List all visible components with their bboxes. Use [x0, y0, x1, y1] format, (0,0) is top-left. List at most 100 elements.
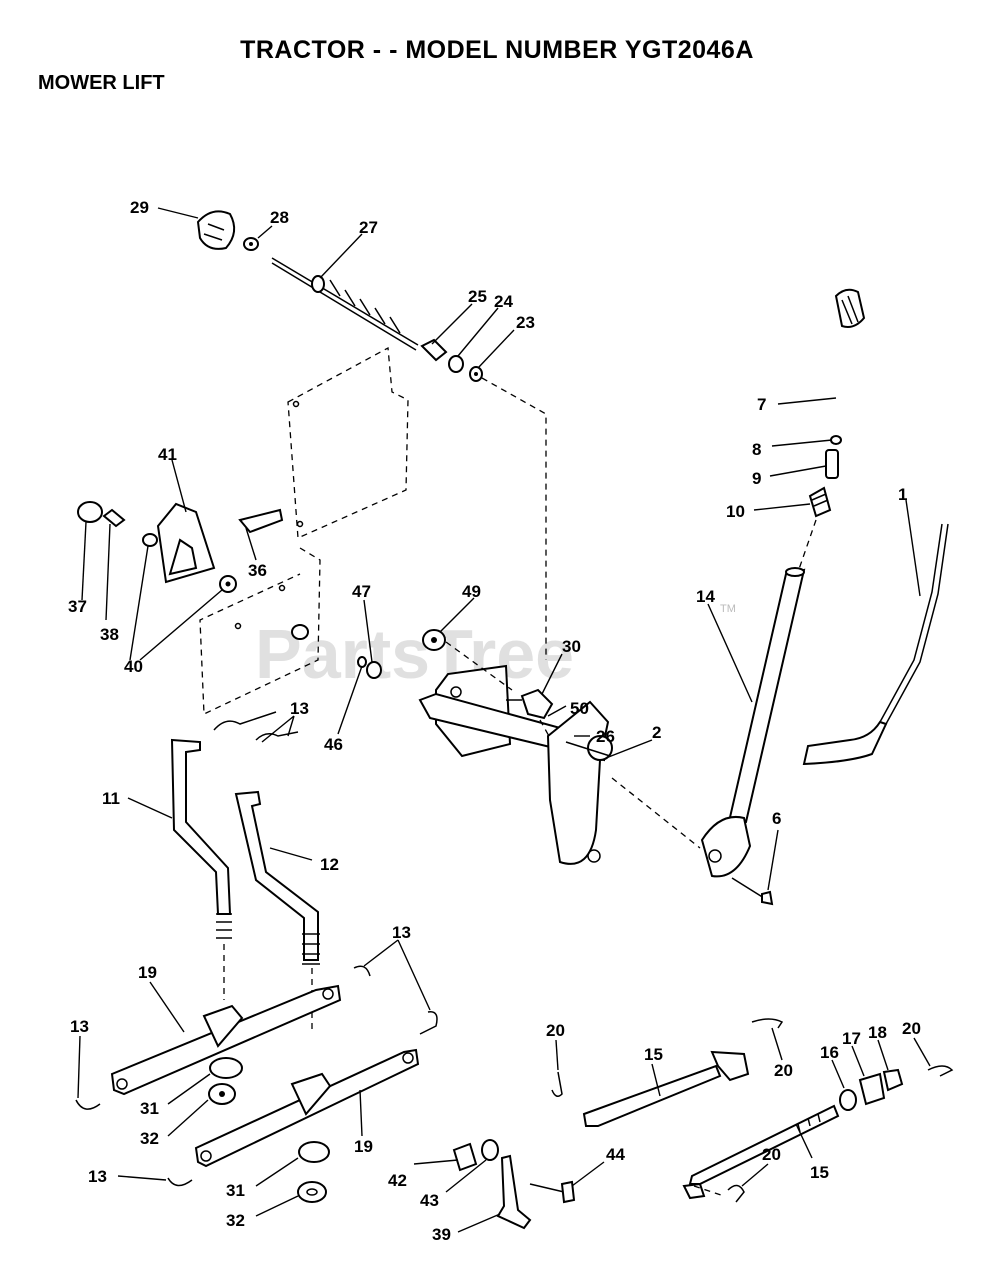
- callout-44: 44: [606, 1145, 625, 1164]
- hairpin-20-bottom[interactable]: [727, 1184, 745, 1203]
- lift-arm-19-upper[interactable]: [110, 984, 342, 1096]
- washer-40-upper[interactable]: [142, 533, 158, 547]
- bushing-46[interactable]: [357, 656, 367, 668]
- callout-9: 9: [752, 469, 761, 488]
- washer-16[interactable]: [839, 1089, 857, 1111]
- nut-42[interactable]: [452, 1142, 478, 1172]
- hairpin-13-bottom[interactable]: [167, 1177, 193, 1187]
- callout-19-upper: 19: [138, 963, 157, 982]
- bolt-6[interactable]: [731, 877, 774, 906]
- callout-37: 37: [68, 597, 87, 616]
- callout-41: 41: [158, 445, 177, 464]
- callout-31-upper: 31: [140, 1099, 159, 1118]
- callout-1: 1: [898, 485, 907, 504]
- page-title: TRACTOR - - MODEL NUMBER YGT2046A: [240, 36, 754, 64]
- hairpin-20-left[interactable]: [551, 1071, 563, 1097]
- spring-8[interactable]: [830, 435, 842, 445]
- callout-16: 16: [820, 1043, 839, 1062]
- nut-25[interactable]: [420, 338, 448, 362]
- callout-13-top: 13: [290, 699, 309, 718]
- retainer-47[interactable]: [366, 661, 382, 679]
- callout-8: 8: [752, 440, 761, 459]
- assembly-line-49: [445, 641, 513, 691]
- callout-2: 2: [652, 723, 661, 742]
- block-17[interactable]: [858, 1072, 886, 1106]
- nut-32-upper[interactable]: [208, 1083, 236, 1105]
- pivot-pin: [291, 624, 309, 640]
- switch-30[interactable]: [506, 688, 554, 720]
- threaded-rod-27[interactable]: [271, 257, 419, 351]
- washer-40-lower[interactable]: [219, 575, 237, 593]
- nut-18[interactable]: [882, 1068, 904, 1092]
- callout-14: 14: [696, 587, 715, 606]
- washer-24[interactable]: [448, 355, 464, 373]
- callout-42: 42: [388, 1171, 407, 1190]
- cap-37[interactable]: [77, 501, 103, 523]
- washer-31-lower[interactable]: [298, 1141, 330, 1163]
- washer-49[interactable]: [422, 629, 446, 651]
- callout-39: 39: [432, 1225, 451, 1244]
- callout-27: 27: [359, 218, 378, 237]
- assembly-line-15: [693, 1185, 725, 1197]
- assembly-line-30: [539, 719, 551, 739]
- callout-28: 28: [270, 208, 289, 227]
- callout-49: 49: [462, 582, 481, 601]
- pin-9[interactable]: [825, 449, 839, 479]
- callout-20-mid: 20: [774, 1061, 793, 1080]
- callout-46: 46: [324, 735, 343, 754]
- callouts: 29 28 27 25 24 23 7 8 9 10 1 41 37 38 40…: [68, 198, 921, 1244]
- callout-38: 38: [100, 625, 119, 644]
- callout-25: 25: [468, 287, 487, 306]
- assembly-line-shaft: [611, 777, 701, 849]
- hairpin-13-left[interactable]: [75, 1099, 101, 1110]
- assembly-line-handle: [797, 519, 817, 573]
- callout-12: 12: [320, 855, 339, 874]
- washer-31-upper[interactable]: [209, 1057, 243, 1079]
- callout-20-bottom: 20: [762, 1145, 781, 1164]
- callout-13-mid: 13: [392, 923, 411, 942]
- callout-7: 7: [757, 395, 766, 414]
- bracket-41[interactable]: [156, 502, 216, 584]
- lift-link-12[interactable]: [234, 790, 320, 965]
- callout-11: 11: [102, 789, 120, 808]
- hairpin-20-right[interactable]: [927, 1065, 954, 1077]
- handle-grip-7[interactable]: [834, 288, 866, 328]
- adjustment-knob-29[interactable]: [196, 210, 236, 250]
- callout-31-lower: 31: [226, 1181, 245, 1200]
- callout-6: 6: [772, 809, 781, 828]
- callout-30: 30: [562, 637, 581, 656]
- callout-40: 40: [124, 657, 143, 676]
- callout-26: 26: [596, 727, 615, 746]
- callout-24: 24: [494, 292, 513, 311]
- bolt-38[interactable]: [102, 508, 126, 528]
- lift-arm-19-lower[interactable]: [194, 1048, 420, 1168]
- nut-23[interactable]: [469, 366, 483, 382]
- nut-32-lower[interactable]: [297, 1181, 327, 1203]
- lift-shaft-2[interactable]: [418, 664, 613, 865]
- rod-15-upper[interactable]: [582, 1050, 750, 1127]
- callout-19-lower: 19: [354, 1137, 373, 1156]
- hairpin-13-mid[interactable]: [353, 965, 438, 1035]
- callout-36: 36: [248, 561, 267, 580]
- callout-32-upper: 32: [140, 1129, 159, 1148]
- callout-47: 47: [352, 582, 371, 601]
- bracket-39[interactable]: [496, 1154, 532, 1230]
- watermark: PartsTree: [255, 615, 574, 693]
- callout-18: 18: [868, 1023, 887, 1042]
- frame-plate: [199, 346, 409, 716]
- callout-10: 10: [726, 502, 745, 521]
- lift-handle-14[interactable]: [700, 567, 806, 878]
- hairpin-20-mid[interactable]: [751, 1018, 784, 1029]
- callout-13-bottom: 13: [88, 1167, 107, 1186]
- watermark-tm: TM: [720, 603, 736, 615]
- callout-50: 50: [570, 699, 589, 718]
- lift-rod-1[interactable]: [802, 523, 949, 766]
- lift-link-11[interactable]: [170, 738, 232, 939]
- washer-28[interactable]: [243, 237, 259, 251]
- callout-15-lower: 15: [810, 1163, 829, 1182]
- washer-43[interactable]: [481, 1139, 499, 1161]
- bolt-44[interactable]: [529, 1180, 576, 1204]
- hairpin-13-top[interactable]: [213, 711, 299, 741]
- rod-15-lower[interactable]: [682, 1104, 840, 1200]
- bushing-10[interactable]: [808, 486, 832, 518]
